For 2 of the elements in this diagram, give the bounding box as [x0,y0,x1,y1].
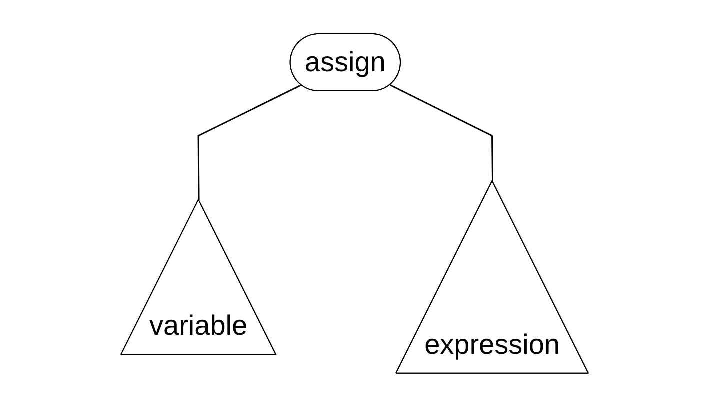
connector [198,84,302,200]
connector [390,84,494,182]
